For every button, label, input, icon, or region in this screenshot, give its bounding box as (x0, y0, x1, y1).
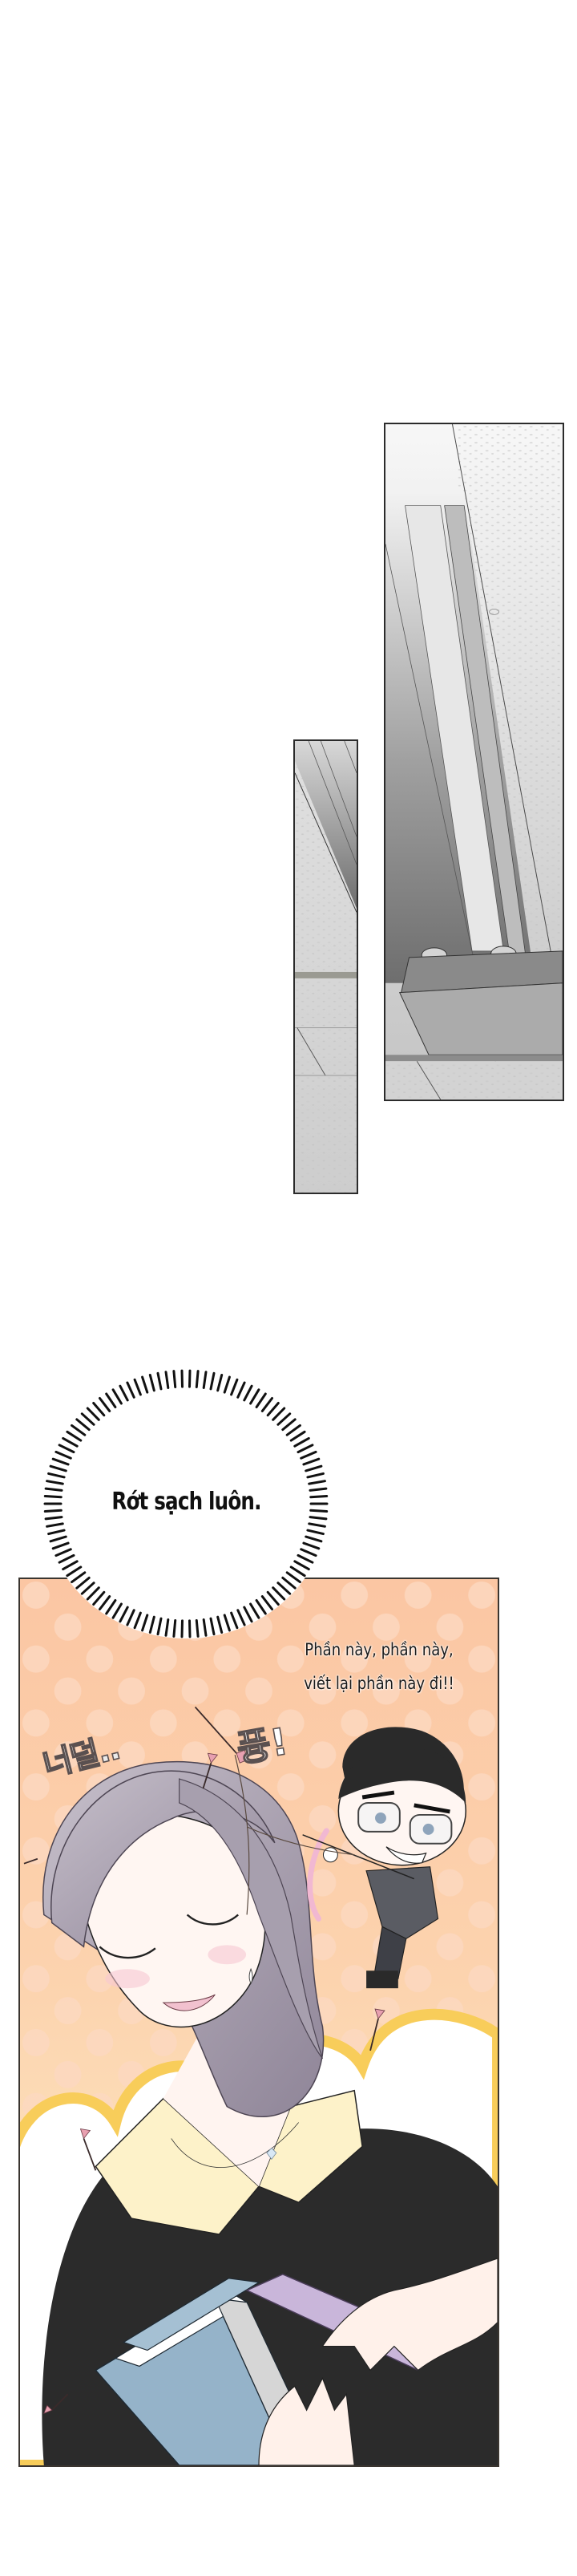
ceiling-panel-left (293, 739, 358, 1194)
burst-speech-bubble: Rớt sạch luôn. (32, 1359, 341, 1648)
illustration-panel (18, 1578, 499, 2467)
ceiling-strip-illustration (295, 741, 357, 1193)
burst-bubble-text: Rớt sạch luôn. (111, 1488, 261, 1516)
chibi-man (302, 1727, 467, 1989)
burst-bubble-shape (43, 1369, 329, 1638)
ceiling-panel-right (384, 423, 564, 1101)
man-dialogue-line-1: Phần này, phần này, (305, 1640, 454, 1659)
illustration-art (20, 1579, 498, 2465)
man-dialogue-line-2: viết lại phần này đi!! (304, 1674, 454, 1693)
man-dialogue: Phần này, phần này, viết lại phần này đi… (279, 1633, 478, 1700)
ceiling-illustration (385, 424, 563, 1100)
sfx-whoosh: 퓽! (233, 1719, 292, 1772)
